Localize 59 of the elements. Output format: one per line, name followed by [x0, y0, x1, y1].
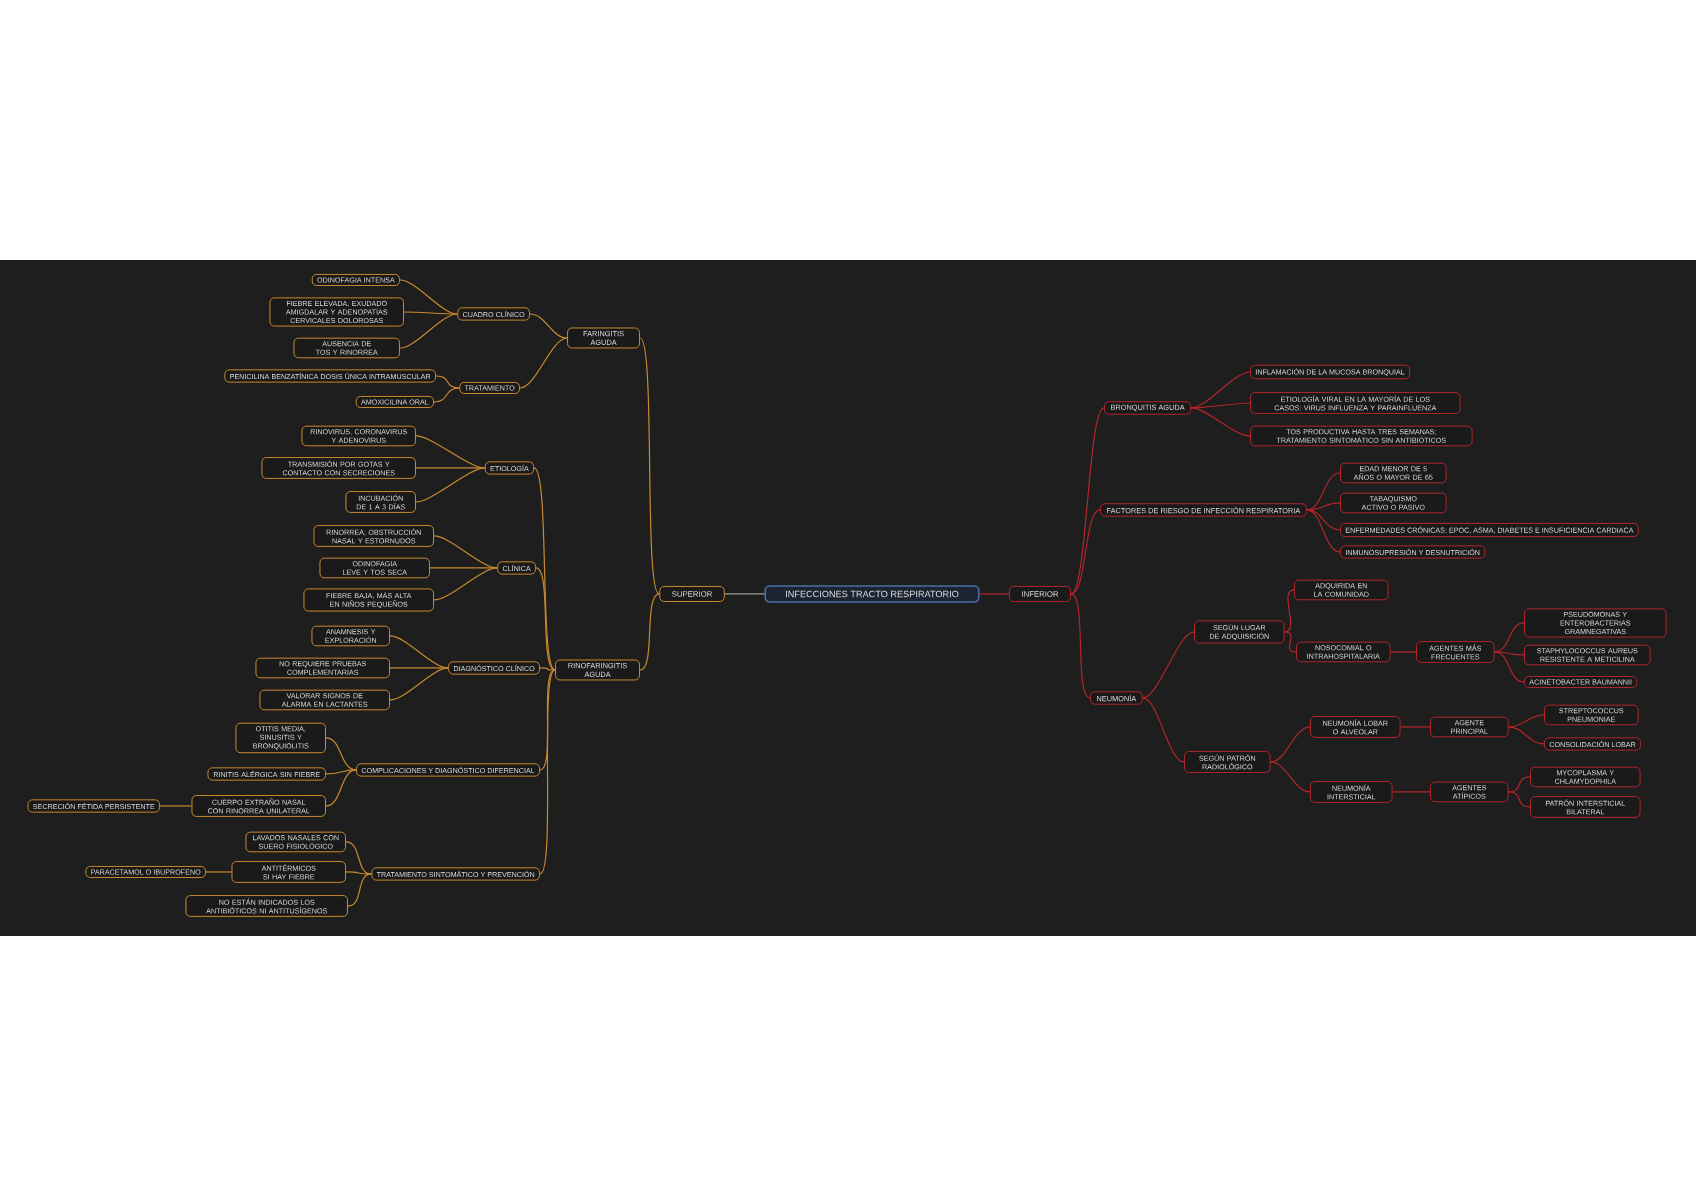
- connector-line: [1070, 509, 1101, 595]
- connector-line: [433, 535, 498, 569]
- connector-line: [1507, 726, 1545, 745]
- connector-line: [535, 567, 556, 671]
- connector-line: [1399, 726, 1431, 728]
- connector-line: [429, 567, 498, 569]
- connector-line: [399, 279, 458, 315]
- connector-line: [389, 667, 449, 669]
- connector-line: [1306, 502, 1341, 511]
- connector-line: [1190, 407, 1251, 437]
- connector-line: [403, 311, 458, 315]
- connector-line: [1283, 631, 1297, 653]
- connector-line: [415, 435, 486, 469]
- connector-line: [1142, 631, 1195, 699]
- connector-line: [399, 313, 458, 349]
- connector-line: [978, 593, 1010, 595]
- connector-line: [1283, 589, 1295, 633]
- connector-line: [539, 667, 556, 671]
- connector-line: [433, 567, 498, 601]
- connector-line: [1493, 651, 1525, 683]
- connector-line: [639, 593, 660, 671]
- connector-line: [1493, 651, 1525, 656]
- connector-line: [347, 873, 372, 907]
- connector-line: [1389, 651, 1417, 653]
- connector-line: [1306, 472, 1341, 511]
- connector-line: [433, 387, 460, 403]
- connector-line: [1190, 371, 1251, 409]
- connector-line: [325, 769, 357, 807]
- connector-line: [1269, 726, 1311, 763]
- connector-line: [159, 805, 193, 807]
- connector-line: [724, 593, 766, 595]
- connector-line: [1070, 593, 1091, 699]
- connector-line: [345, 841, 372, 875]
- connector-line: [1190, 402, 1251, 409]
- connector-line: [415, 467, 486, 503]
- connector-line: [1507, 776, 1531, 793]
- connector-line: [539, 669, 556, 875]
- connector-line: [639, 337, 660, 595]
- connector-line: [415, 467, 486, 469]
- connector-line: [1070, 407, 1105, 595]
- connector-line: [1142, 697, 1185, 763]
- connector-line: [435, 375, 460, 389]
- connector-line: [1391, 791, 1431, 793]
- connector-line: [1507, 714, 1545, 728]
- connector-line: [1306, 509, 1341, 531]
- connector-line: [1507, 791, 1531, 808]
- connector-line: [345, 871, 372, 875]
- connector-line: [1306, 509, 1341, 553]
- connector-line: [325, 769, 357, 775]
- connector-line: [1269, 761, 1311, 793]
- connector-line: [1493, 622, 1525, 653]
- connector-line: [389, 667, 449, 701]
- connector-line: [539, 669, 556, 771]
- connector-line: [529, 313, 568, 339]
- connector-line: [205, 871, 233, 873]
- connector-line: [389, 635, 449, 669]
- connector-line: [325, 737, 357, 771]
- connector-line: [533, 467, 556, 671]
- connector-line: [519, 337, 568, 389]
